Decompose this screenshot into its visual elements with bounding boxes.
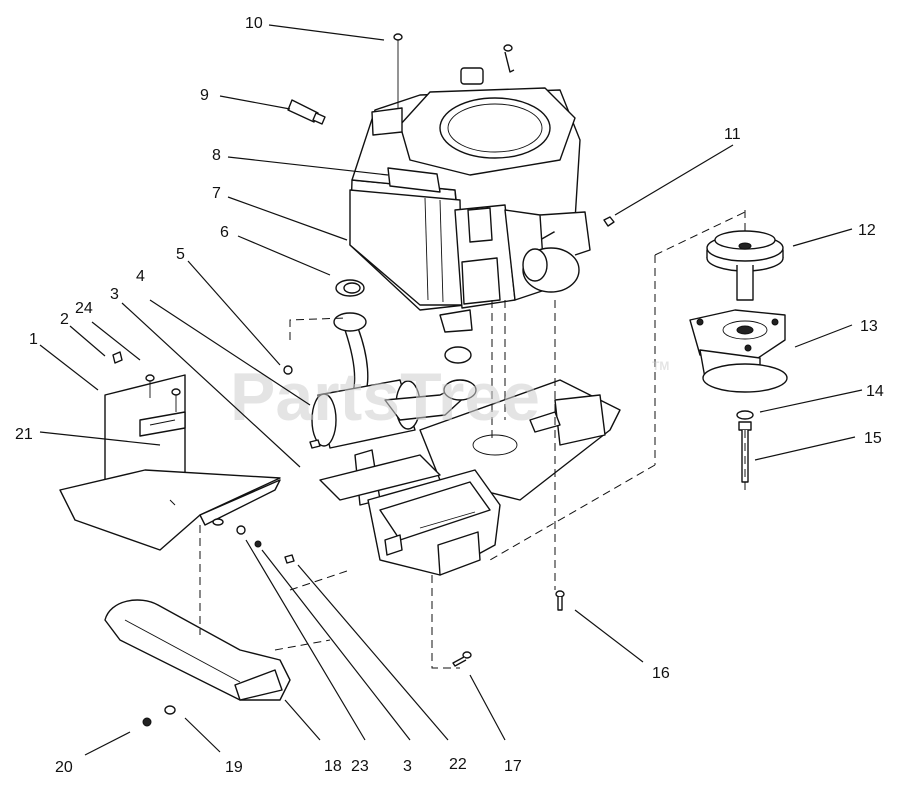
leader-lines [39,24,863,756]
front-bumper [104,599,291,701]
callout-19: 19 [225,759,243,776]
callout-9: 9 [200,87,209,104]
callout-20: 20 [55,759,73,776]
callout-18: 18 [324,758,342,775]
nut-11 [603,216,615,227]
shield-bracket [104,374,186,501]
callout-10: 10 [245,15,263,32]
callout-15: 15 [864,430,882,447]
callout-13: 13 [860,318,878,335]
callout-5: 5 [176,246,185,263]
callout-21: 21 [15,426,33,443]
bolt-16 [555,590,565,611]
exhaust-gaskets [343,282,477,401]
nut-5 [283,365,293,375]
callout-16: 16 [652,665,670,682]
callout-22: 22 [449,756,467,773]
callout-12: 12 [858,222,876,239]
engine-pulley [706,230,784,301]
watermark-trademark: TM [652,359,669,373]
washer [736,410,754,420]
bolt-top [503,44,515,73]
callout-3-bottom: 3 [403,758,412,775]
watermark-text: PartsTree [230,359,540,435]
callout-6: 6 [220,224,229,241]
callout-23: 23 [351,758,369,775]
hardware-shield [112,351,321,727]
callout-11: 11 [724,126,741,143]
bolt-17 [452,651,472,667]
engine [349,67,591,333]
screw-top [393,33,403,108]
frame-bracket [367,469,501,576]
callout-3-top: 3 [110,286,119,303]
electric-clutch [689,309,788,393]
engine-mount-plate [319,379,621,501]
callout-24: 24 [75,300,93,317]
callouts: 10 9 8 7 6 5 4 3 24 2 1 21 11 12 13 14 1… [15,15,884,776]
callout-4: 4 [136,268,145,285]
spark-plug [287,99,326,125]
callout-7: 7 [212,185,221,202]
bottom-shield [59,469,281,551]
callout-8: 8 [212,147,221,164]
callout-1: 1 [29,331,38,348]
callout-14: 14 [866,383,884,400]
alignment-lines [169,210,746,669]
callout-2: 2 [60,311,69,328]
callout-17: 17 [504,758,522,775]
